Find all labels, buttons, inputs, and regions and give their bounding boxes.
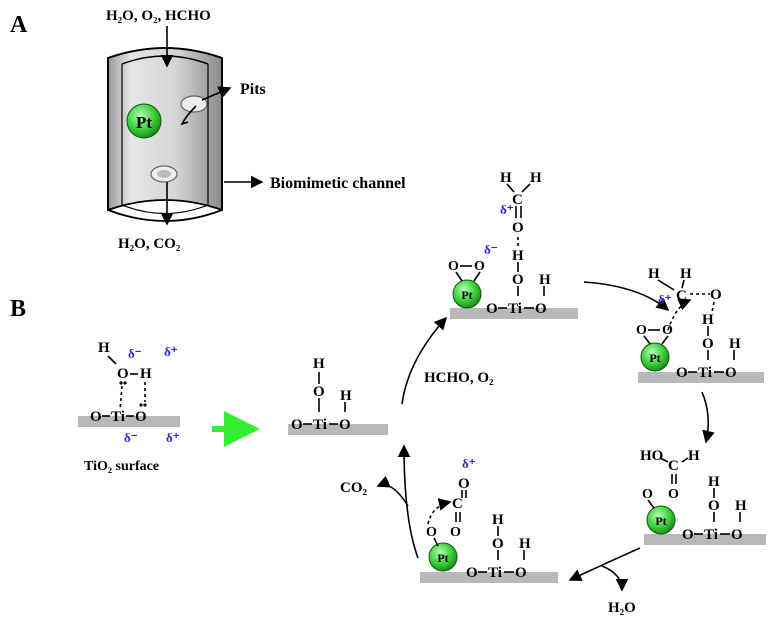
surface-label: TiO₂ surface [84,459,159,474]
svg-text:O: O [448,259,459,274]
svg-text:H: H [313,356,325,372]
svg-text:H: H [688,448,700,464]
svg-text:δ⁺: δ⁺ [658,292,672,307]
svg-text:H: H [530,170,542,186]
svg-text:O: O [710,287,722,303]
svg-text:Ti: Ti [313,417,327,433]
svg-text:C: C [668,458,679,474]
svg-text:O: O [339,417,351,433]
stage-hcho-adsorbed: Pt O O δ⁻ O Ti O O H O C H H δ⁺ H [448,170,578,319]
cycle-arrow-2 [583,281,670,312]
svg-text:O: O [662,323,673,338]
svg-text:H: H [492,512,504,528]
inputs-label: H₂O, O₂, HCHO [106,8,211,24]
stage-transition: Pt O O O Ti O O H H H H C O δ⁺ [636,266,764,383]
biomimetic-channel [107,47,223,222]
svg-text:O: O [642,487,653,502]
svg-text:O: O [512,272,524,288]
stage-formate: Pt O O C HO H O Ti O O H H [640,448,766,545]
pt-sphere-a: Pt [126,103,162,139]
panel-label-a: A [10,12,28,38]
svg-text:O: O [458,476,470,492]
svg-text:O: O [676,365,688,381]
svg-text:C: C [452,496,463,512]
svg-text:O: O [682,527,694,543]
svg-text:H: H [735,498,747,514]
svg-text:H: H [702,312,714,328]
svg-text:H: H [140,366,152,382]
svg-text:O: O [291,417,303,433]
svg-text:Pt: Pt [136,113,152,132]
pit-upper [180,95,208,113]
svg-text:H: H [729,336,741,352]
charge-plus: δ⁺ [166,430,180,445]
panel-label-b: B [10,296,26,322]
cycle-arrow-1 [401,316,448,405]
svg-text:H: H [98,340,110,356]
svg-text:O: O [313,384,325,400]
svg-text:Ti: Ti [111,409,125,425]
svg-text:O: O [731,527,743,543]
co2-label: CO₂ [340,480,368,496]
svg-text:H: H [512,248,524,264]
svg-text:H: H [539,272,551,288]
charge-minus: δ⁻ [124,430,138,445]
pits-arrow [201,86,232,101]
svg-text:Ti: Ti [508,301,522,317]
svg-text:O: O [512,220,524,236]
svg-text:Ti: Ti [704,527,718,543]
stage-co2-release: Pt O O C O δ⁺ O Ti O O H H [420,456,558,583]
svg-text:δ⁻: δ⁻ [484,242,498,257]
svg-text:C: C [676,288,687,304]
outputs-label: H₂O, CO₂ [118,236,181,252]
reactants-label: HCHO, O₂ [424,370,494,386]
svg-text:HO: HO [640,448,663,464]
h2o-release-arrow [601,565,629,592]
svg-text:O: O [450,525,461,540]
svg-text:H: H [500,170,512,186]
svg-text:O: O [117,366,129,382]
svg-text:O: O [474,259,485,274]
svg-text:Pt: Pt [461,288,472,302]
channel-label: Biomimetic channel [270,175,406,192]
svg-text:O: O [486,301,498,317]
svg-text:H: H [648,266,660,282]
svg-text:O: O [668,487,679,502]
cycle-arrow-5 [397,444,419,559]
hydroxylated-surface: O Ti O O H H [288,356,388,435]
tio2-surface-initial: O Ti O H O H δ⁻ δ⁺ δ⁻ δ⁺ [78,340,180,445]
svg-text:Pt: Pt [655,514,666,528]
svg-text:O: O [708,498,720,514]
svg-text:O: O [636,323,647,338]
svg-text:H: H [708,474,720,490]
svg-text:O: O [426,525,437,540]
pits-label: Pits [240,81,266,98]
svg-text:O: O [702,336,714,352]
svg-text:Ti: Ti [488,565,502,581]
cycle-arrow-3 [701,391,715,444]
svg-text:H: H [680,266,692,282]
cycle-arrow-4 [568,547,641,582]
svg-text:O: O [535,301,547,317]
svg-text:O: O [466,565,478,581]
svg-text:O: O [90,409,102,425]
svg-text:Ti: Ti [698,365,712,381]
svg-text:H: H [519,536,531,552]
svg-text:O: O [492,536,504,552]
co2-release-arrow [376,475,409,507]
svg-text:O: O [725,365,737,381]
charge-minus: δ⁻ [128,346,142,361]
svg-text:C: C [512,192,523,208]
svg-text:O: O [515,565,527,581]
svg-text:Pt: Pt [437,551,448,565]
svg-text:O: O [135,409,147,425]
svg-text:H: H [340,388,352,404]
svg-text:Pt: Pt [649,351,660,365]
svg-text:δ⁺: δ⁺ [462,456,476,471]
charge-plus: δ⁺ [164,344,178,359]
h2o-label: H₂O [608,600,636,616]
svg-text:δ⁺: δ⁺ [500,202,514,217]
